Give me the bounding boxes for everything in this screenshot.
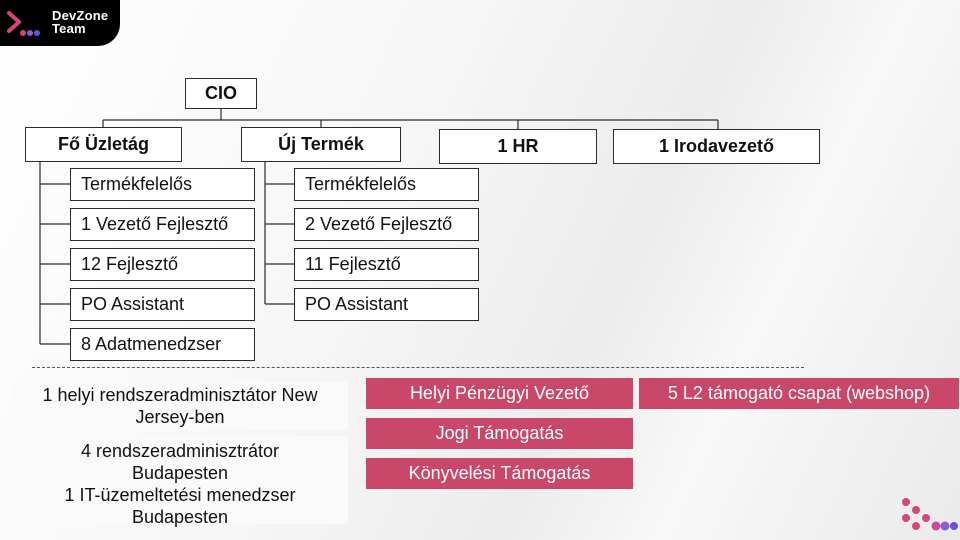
note-budapest-staff: 4 rendszeradminisztrátor Budapesten 1 IT… <box>12 436 348 527</box>
support-konyvelesi-tamogatas: Könyvelési Támogatás <box>366 458 633 489</box>
uj-termek-item: PO Assistant <box>294 288 479 321</box>
uj-termek-item-label: Termékfelelős <box>305 174 417 194</box>
dept-hr: 1 HR <box>439 129 597 164</box>
fo-uzletag-item-label: 12 Fejlesztő <box>81 254 179 274</box>
note-new-jersey-admin: 1 helyi rendszeradminisztátor New Jersey… <box>12 382 348 430</box>
support-jogi-tamogatas: Jogi Támogatás <box>366 418 633 449</box>
cio-label: CIO <box>204 83 237 103</box>
fo-uzletag-item: 12 Fejlesztő <box>70 248 255 281</box>
fo-uzletag-item-label: 1 Vezető Fejlesztő <box>81 214 229 234</box>
devzone-corner-mark-icon <box>902 498 958 531</box>
support-label: Jogi Támogatás <box>435 423 564 443</box>
devzone-logo-mark-icon <box>7 11 40 36</box>
dept-irodavezeto-label: 1 Irodavezető <box>658 136 775 156</box>
l2-support-label: 5 L2 támogató csapat (webshop) <box>667 383 931 403</box>
dept-uj-termek-label: Új Termék <box>278 134 364 154</box>
fo-uzletag-item-label: Termékfelelős <box>81 174 193 194</box>
dept-uj-termek: Új Termék <box>241 127 401 162</box>
cio-box: CIO <box>185 78 257 109</box>
support-label: Helyi Pénzügyi Vezető <box>409 383 590 403</box>
support-label: Könyvelési Támogatás <box>408 463 591 483</box>
uj-termek-item: 11 Fejlesztő <box>294 248 479 281</box>
brand-name: DevZone Team <box>52 9 108 35</box>
uj-termek-item-label: 11 Fejlesztő <box>305 254 401 274</box>
brand-line-2: Team <box>52 21 86 36</box>
dept-hr-label: 1 HR <box>497 136 539 156</box>
dept-fo-uzletag-label: Fő Üzletág <box>57 134 149 154</box>
dept-irodavezeto: 1 Irodavezető <box>613 129 820 164</box>
fo-uzletag-item: PO Assistant <box>70 288 255 321</box>
l2-support-team: 5 L2 támogató csapat (webshop) <box>639 378 959 409</box>
uj-termek-item: Termékfelelős <box>294 168 479 201</box>
fo-uzletag-item: 1 Vezető Fejlesztő <box>70 208 255 241</box>
uj-termek-item: 2 Vezető Fejlesztő <box>294 208 479 241</box>
dept-fo-uzletag: Fő Üzletág <box>25 127 182 162</box>
support-helyi-penzugyi-vezeto: Helyi Pénzügyi Vezető <box>366 378 633 409</box>
uj-termek-item-label: PO Assistant <box>305 294 409 314</box>
note-budapest-admins: 4 rendszeradminisztrátor Budapesten <box>80 441 280 483</box>
note-it-ops-manager: 1 IT-üzemeltetési menedzser Budapesten <box>64 485 296 527</box>
section-divider <box>32 367 804 368</box>
fo-uzletag-item: 8 Adatmenedzser <box>70 328 255 361</box>
fo-uzletag-item-label: 8 Adatmenedzser <box>81 334 222 354</box>
note-new-jersey-admin-text: 1 helyi rendszeradminisztátor New Jersey… <box>42 385 318 427</box>
fo-uzletag-item: Termékfelelős <box>70 168 255 201</box>
devzone-logo: DevZone Team <box>0 0 120 46</box>
fo-uzletag-item-label: PO Assistant <box>81 294 185 314</box>
uj-termek-item-label: 2 Vezető Fejlesztő <box>305 214 453 234</box>
brand-line-1: DevZone <box>52 8 109 23</box>
